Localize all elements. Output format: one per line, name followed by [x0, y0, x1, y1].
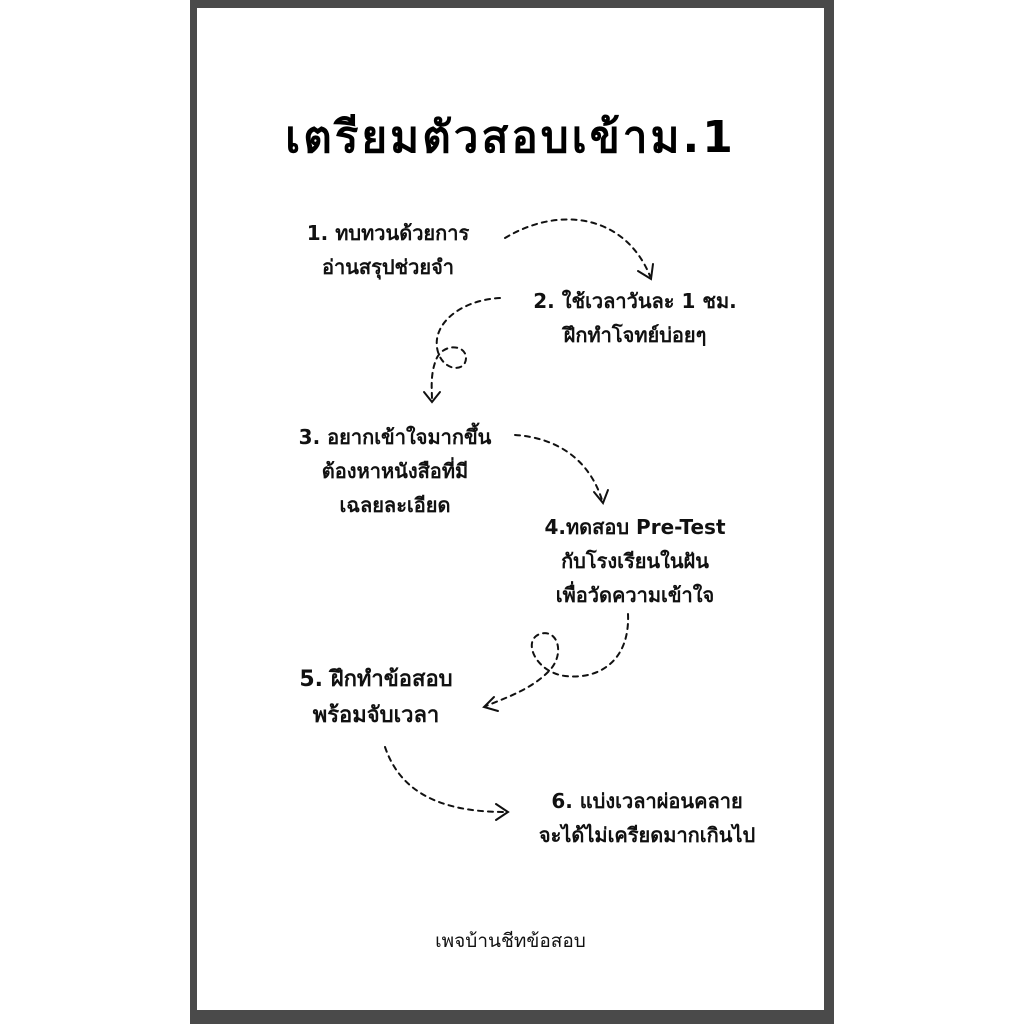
step-1-line-2: อ่านสรุปช่วยจำ	[321, 255, 455, 279]
step-2: 2. ใช้เวลาวันละ 1 ชม. ฝึกทำโจทย์บ่อยๆ	[510, 284, 760, 352]
step-4-line-1: 4.ทดสอบ Pre-Test	[544, 515, 726, 539]
step-2-line-1: 2. ใช้เวลาวันละ 1 ชม.	[533, 289, 737, 313]
step-4: 4.ทดสอบ Pre-Test กับโรงเรียนในฝัน เพื่อว…	[520, 510, 750, 612]
page-footer: เพจบ้านชีทข้อสอบ	[435, 930, 586, 952]
step-2-line-2: ฝึกทำโจทย์บ่อยๆ	[563, 323, 707, 347]
step-5: 5. ฝึกทำข้อสอบ พร้อมจับเวลา	[276, 662, 476, 734]
page-title: เตรียมตัวสอบเข้าม.1	[285, 112, 736, 163]
step-4-line-3: เพื่อวัดความเข้าใจ	[555, 583, 715, 607]
step-3-line-3: เฉลยละเอียด	[339, 493, 451, 517]
step-3-line-2: ต้องหาหนังสือที่มี	[321, 459, 469, 483]
step-4-line-2: กับโรงเรียนในฝัน	[561, 549, 709, 573]
poster-card	[197, 8, 824, 1010]
step-5-line-1: 5. ฝึกทำข้อสอบ	[299, 667, 453, 692]
step-3-line-1: 3. อยากเข้าใจมากขึ้น	[298, 425, 492, 449]
step-3: 3. อยากเข้าใจมากขึ้น ต้องหาหนังสือที่มี …	[280, 420, 510, 522]
step-6-line-1: 6. แบ่งเวลาผ่อนคลาย	[551, 789, 743, 813]
step-1-line-1: 1. ทบทวนด้วยการ	[306, 221, 470, 245]
step-6: 6. แบ่งเวลาผ่อนคลาย จะได้ไม่เครียดมากเกิ…	[522, 784, 772, 852]
step-5-line-2: พร้อมจับเวลา	[312, 703, 440, 728]
step-6-line-2: จะได้ไม่เครียดมากเกินไป	[538, 823, 756, 847]
step-1: 1. ทบทวนด้วยการ อ่านสรุปช่วยจำ	[278, 216, 498, 284]
